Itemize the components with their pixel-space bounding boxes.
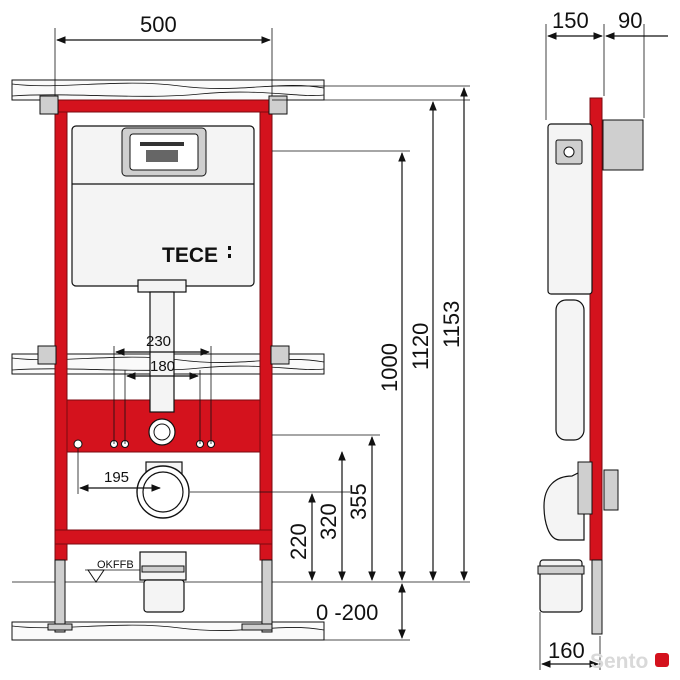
side-drain-bend xyxy=(543,469,585,541)
dim-150: 150 xyxy=(552,8,589,33)
flush-pipe xyxy=(137,279,187,446)
brand-logo: TECE xyxy=(162,244,218,267)
cistern xyxy=(71,125,255,287)
side-view xyxy=(537,97,644,635)
side-drain-connector xyxy=(577,461,593,515)
wall-bracket-top-left xyxy=(39,95,59,115)
wall-bracket-mid-right xyxy=(270,345,290,365)
leg-left xyxy=(54,559,66,633)
side-flush-pipe xyxy=(555,299,585,441)
wall-band-top xyxy=(11,79,325,101)
dim-leg-adjust: 0 -200 xyxy=(316,600,378,625)
drain-pipe xyxy=(136,461,190,613)
watermark-badge xyxy=(655,653,669,667)
dim-90: 90 xyxy=(618,8,642,33)
frame-right-post xyxy=(259,99,273,561)
leg-right xyxy=(261,559,273,633)
side-cistern xyxy=(547,123,593,295)
dim-195: 195 xyxy=(104,469,129,486)
dim-180: 180 xyxy=(150,358,175,375)
dim-355: 355 xyxy=(346,483,371,520)
foot-left xyxy=(47,623,73,631)
side-wall-block xyxy=(602,119,644,171)
frame-top-rail xyxy=(54,99,273,113)
dim-1120: 1120 xyxy=(408,323,433,370)
dim-230: 230 xyxy=(146,333,171,350)
floor-level-label: OKFFB xyxy=(97,559,134,571)
frame-bottom-rail xyxy=(54,529,273,545)
dim-160: 160 xyxy=(548,638,585,663)
foot-right xyxy=(241,623,273,631)
dim-500: 500 xyxy=(140,12,177,37)
logo-dot xyxy=(228,254,231,258)
dim-220: 220 xyxy=(286,523,311,560)
dim-1153: 1153 xyxy=(439,301,464,348)
floor-level-marker xyxy=(87,569,105,583)
dim-1000: 1000 xyxy=(377,343,402,392)
watermark: Sento xyxy=(590,650,648,673)
wall-bracket-mid-left xyxy=(37,345,57,365)
frame-left-post xyxy=(54,99,68,561)
dim-320: 320 xyxy=(316,503,341,540)
wall-bracket-top-right xyxy=(268,95,288,115)
side-leg xyxy=(591,559,603,635)
logo-dot xyxy=(228,246,231,250)
fixing-bolts xyxy=(73,439,215,449)
